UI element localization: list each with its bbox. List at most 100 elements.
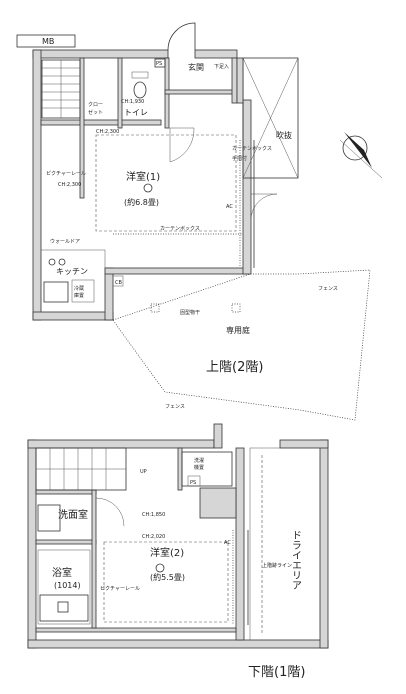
wash-ceiling-height: CH:1,850 (142, 512, 165, 518)
toilet-bowl (133, 81, 147, 99)
room1-size: (約6.8畳) (124, 197, 159, 207)
upper-ps-label: PS (156, 61, 162, 67)
up-label: UP (140, 469, 147, 475)
meter-box (16, 34, 76, 48)
bath-top-wall (35, 539, 97, 545)
lower-top-wall (27, 439, 215, 449)
lower-picture-rail: ピクチャーレール (100, 586, 140, 592)
entrance-door (167, 22, 196, 51)
void-area (242, 57, 299, 179)
room1-ceiling-height: CH:2,300 (58, 182, 81, 188)
void-cross-b (242, 57, 299, 179)
room2-label: 洋室(2) (150, 546, 184, 559)
lower-ps-box (187, 475, 201, 487)
room1-area (95, 134, 237, 232)
drying-label: 固型物干 (180, 309, 200, 316)
fence-upper-label: フェンス (318, 286, 338, 292)
lower-ac-label: AC (224, 540, 231, 546)
entrance-label: 玄関 (188, 62, 204, 72)
upper-floor-label: 上階(2階) (206, 360, 263, 375)
kitchen-right-wall (104, 267, 114, 321)
fridge-label-top: 冷蔵 (74, 285, 84, 292)
garden-door (250, 193, 278, 221)
closet-label-top: クロー (88, 102, 103, 108)
shoe-box-label: 下足入 (214, 64, 229, 70)
curtain-box-bottom-label: カーテンボックス (160, 225, 200, 232)
upper-floor: MB PS (16, 22, 383, 421)
entrance-bottom-wall (164, 89, 236, 95)
lower-ps-block (199, 487, 237, 519)
bath-right-wall (91, 489, 97, 629)
upper-top-wall-right (194, 49, 238, 59)
washroom-label: 洗面室 (58, 508, 88, 521)
upper-left-wall (32, 49, 42, 321)
upper-picture-rail: ピクチャーレール (46, 171, 86, 177)
dry-area-top-wall (279, 439, 329, 449)
room1-door (169, 127, 195, 163)
room2-bottom-wall (35, 627, 237, 633)
upper-top-wall-left (32, 49, 169, 59)
washroom-door (95, 497, 125, 527)
private-garden (112, 269, 371, 421)
void-label: 吹抜 (276, 130, 292, 140)
room1-label: 洋室(1) (126, 170, 160, 183)
closet-label-bottom: ゼット (88, 109, 103, 116)
lower-left-wall (27, 439, 37, 649)
toilet-ceiling-height: CH:1,930 (121, 99, 144, 105)
dry-area (249, 447, 321, 641)
room2-size: (約5.5畳) (150, 572, 185, 582)
lower-floor-label: 下階(1階) (248, 665, 305, 680)
upper-ac-label: AC (226, 204, 233, 210)
cb-label: CB (115, 280, 122, 286)
toilet-tank (131, 71, 149, 79)
room1-light (143, 183, 153, 193)
room1-right-wall (242, 99, 252, 275)
walk-door-label: ウォールドア (50, 238, 80, 245)
bath-area (37, 549, 91, 625)
room1-bottom-wall (104, 267, 251, 275)
fridge-space (71, 279, 95, 303)
upper-bottom-wall (32, 311, 114, 321)
garden-label: 専用庭 (226, 325, 250, 335)
laundry-space (181, 451, 233, 487)
hall-wall (40, 119, 162, 126)
upper-stairs (41, 59, 81, 119)
lower-right-wall (319, 439, 329, 649)
bath-label: 浴室 (52, 566, 72, 579)
laundry-label-top: 洗濯 (194, 457, 204, 464)
kitchen-label: キッチン (56, 267, 88, 276)
toilet-label: トイレ (124, 108, 148, 117)
room2-area (103, 541, 229, 623)
cb-box (112, 275, 124, 287)
upper-ps-box (154, 58, 166, 68)
lower-top-step (213, 423, 223, 449)
stairs-bottom-wall (35, 489, 97, 495)
dry-area-label: ドライエリア (290, 530, 302, 590)
void-wall (236, 57, 244, 104)
stove-burner-b (58, 258, 66, 266)
room2-light (155, 563, 165, 573)
curtain-box-right-label: カーテンボックス (232, 145, 272, 152)
upper-line-label: 上階跡ライン (262, 562, 292, 569)
hall-ceiling-height: CH:2,300 (96, 129, 119, 135)
laundry-left-wall (177, 447, 183, 491)
drying-pole-b (231, 303, 241, 313)
toilet-wall (117, 57, 123, 129)
fence-lower-label: フェンス (165, 404, 185, 410)
lower-floor: UP 洗濯 機置 PS 洗面室 CH:1,850 CH:2,020 洋室(2) … (27, 423, 329, 680)
lower-bottom-wall (27, 639, 329, 649)
room2-ceiling-height: CH:2,020 (142, 534, 165, 540)
lower-stairs (35, 447, 127, 491)
lower-ps-label: PS (190, 480, 196, 486)
laundry-label-bottom: 機置 (194, 464, 204, 471)
fridge-label-bottom: 庫置 (74, 292, 84, 299)
kitchen-area (40, 249, 106, 313)
closet-wall (79, 57, 85, 199)
meter-box-label: MB (42, 37, 54, 46)
bath-size: (1014) (54, 581, 81, 590)
north-compass (339, 132, 383, 179)
handrail-label: 手摺付 (232, 155, 247, 162)
room2-right-wall (235, 447, 245, 641)
bath-drain (57, 601, 69, 613)
